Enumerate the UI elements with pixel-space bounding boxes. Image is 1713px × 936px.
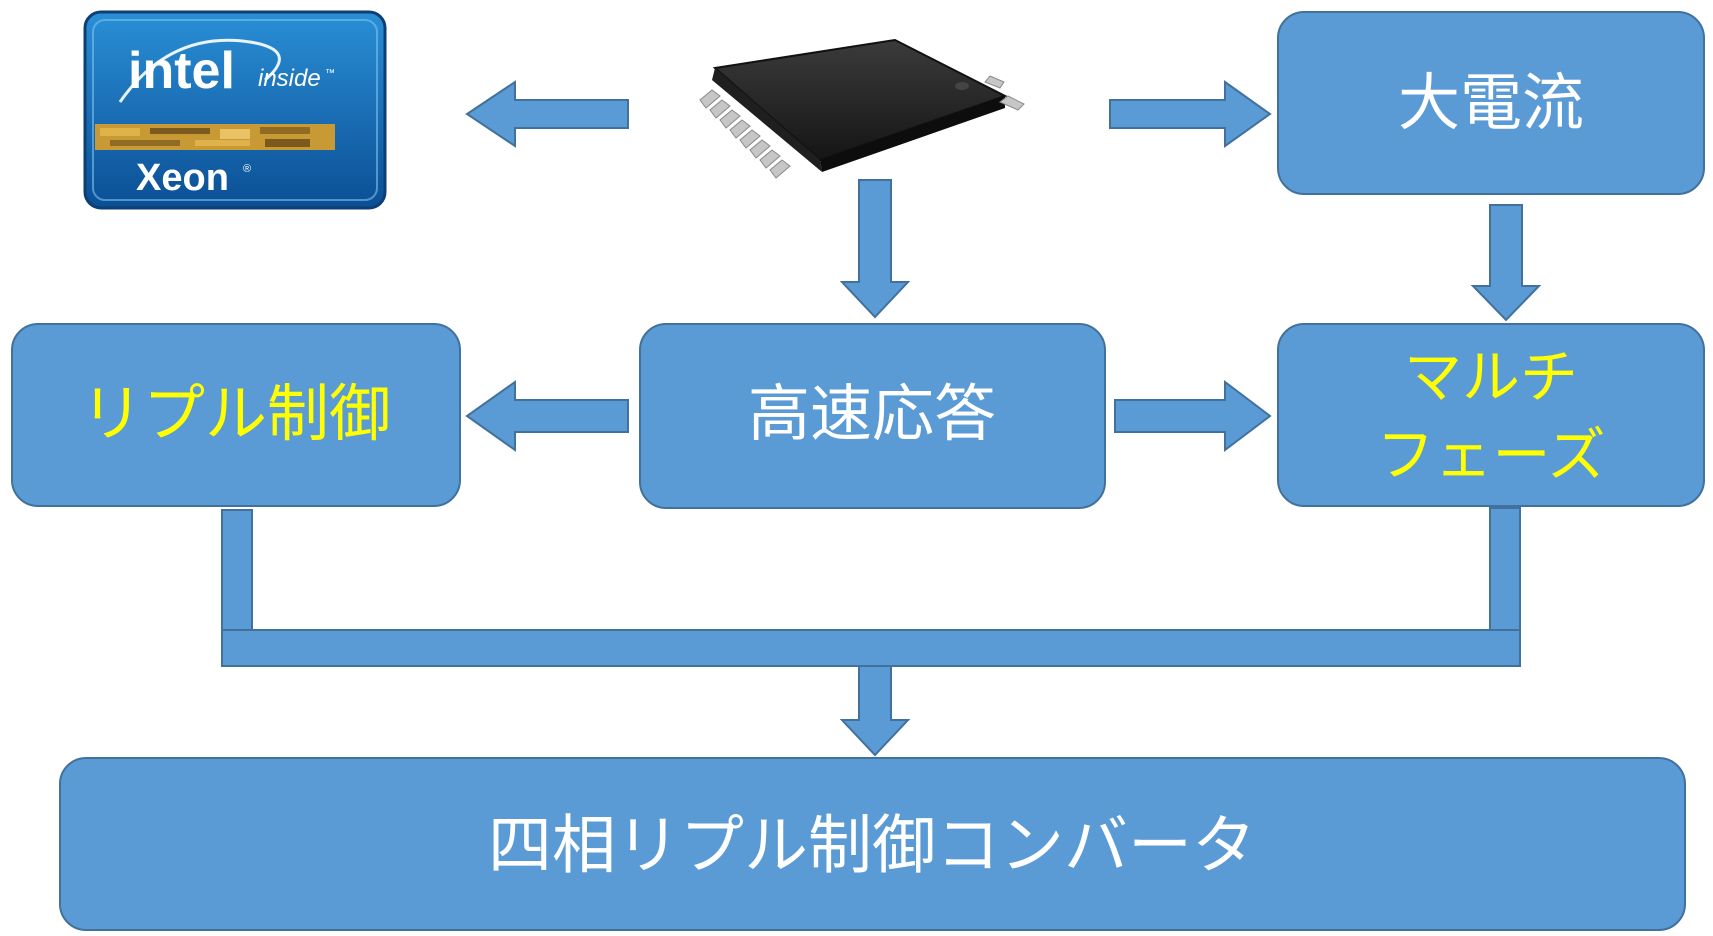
node-label-converter: 四相リプル制御コンバータ xyxy=(488,810,1256,884)
intel-xeon-logo: intel inside ™ Xeon ® xyxy=(83,10,387,210)
die-pattern xyxy=(95,124,335,150)
logo-product-text: Xeon xyxy=(136,157,229,199)
arrow-chip-to-large-current xyxy=(1109,80,1272,148)
logo-brand-text: intel xyxy=(128,42,235,100)
arrow-fast-response-to-multiphase xyxy=(1114,379,1272,453)
node-label-fast-response: 高速応答 xyxy=(748,377,996,450)
arrow-fast-response-to-ripple xyxy=(465,380,629,452)
node-label-ripple-control: リプル制御 xyxy=(81,377,391,450)
node-label-multiphase-line2: フェーズ xyxy=(1376,421,1605,489)
node-multiphase: マルチ フェーズ xyxy=(1277,323,1705,507)
ic-chip-icon xyxy=(699,38,1025,179)
arrow-large-current-to-multiphase xyxy=(1470,204,1542,322)
arrows xyxy=(221,80,1542,757)
node-label-large-current: 大電流 xyxy=(1398,66,1584,139)
arrow-merge-to-converter xyxy=(839,665,911,757)
arrow-chip-to-fast-response xyxy=(839,179,911,319)
node-ripple-control: リプル制御 xyxy=(11,323,461,507)
node-converter: 四相リプル制御コンバータ xyxy=(59,757,1686,931)
node-fast-response: 高速応答 xyxy=(639,323,1106,509)
connector-left-vertical xyxy=(221,509,253,631)
connector-horizontal-bar xyxy=(221,629,1521,667)
connector-right-vertical xyxy=(1489,507,1521,631)
logo-tagline-text: inside xyxy=(258,65,321,92)
arrow-chip-to-logo xyxy=(465,80,629,148)
node-label-multiphase-line1: マルチ xyxy=(1404,343,1578,411)
logo-reg-mark: ® xyxy=(243,163,251,175)
node-large-current: 大電流 xyxy=(1277,11,1705,195)
logo-tm-mark: ™ xyxy=(325,68,335,79)
